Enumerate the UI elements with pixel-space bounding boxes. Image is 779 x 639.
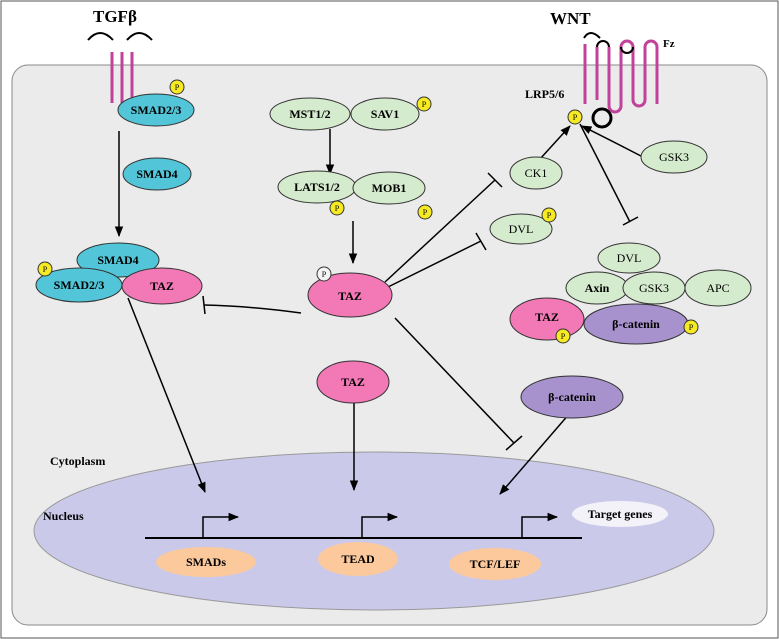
taz-center-node [307, 272, 393, 318]
wnt-ligand-curve [583, 32, 601, 39]
dvl-complex-node [597, 242, 661, 274]
inhibit-taz-to-dvl [387, 240, 482, 288]
nucleus [33, 451, 715, 611]
apc-node [684, 269, 752, 307]
inhibit-taz-to-ck1 [384, 179, 496, 283]
apc-label: APC [706, 281, 729, 295]
connectors [114, 123, 642, 539]
dvl-free-label: DVL [509, 222, 534, 236]
tgfb-ligand-curve-right [126, 32, 153, 41]
fz-receptor-loops [595, 39, 659, 114]
phospho-bcatenin-complex [683, 319, 699, 335]
phospho-lrp-label: P [573, 113, 578, 122]
inhibit-taz-to-tcf [394, 317, 515, 444]
phospho-markers: P P P P P P P P P P [37, 79, 699, 344]
dvl-free-node [489, 213, 553, 245]
target-genes-bubble [572, 501, 668, 527]
phospho-smad23-receptor [169, 79, 185, 95]
bcatenin-complex-label: β-catenin [612, 317, 660, 331]
fz-label: Fz [663, 38, 675, 50]
inhibit-bar-tcf [505, 435, 523, 451]
dvl-complex-label: DVL [617, 251, 642, 265]
tgfb-label: TGFβ [93, 7, 137, 26]
phospho-lrp [567, 109, 583, 125]
phospho-sav1 [416, 96, 432, 112]
smad23-receptor-node [117, 93, 195, 127]
phospho-sav1-label: P [422, 100, 427, 109]
taz-smad-node [121, 267, 203, 305]
phospho-taz-center [316, 266, 332, 282]
phospho-taz-center-label: P [322, 270, 327, 279]
lats12-label: LATS1/2 [294, 180, 340, 194]
phospho-mob1 [417, 204, 433, 220]
phospho-smad23-complex [37, 261, 53, 277]
ck1-label: CK1 [525, 166, 548, 180]
smad23-receptor-label: SMAD2/3 [131, 103, 182, 117]
bcatenin-free-node [520, 375, 624, 419]
phospho-taz-complex [555, 328, 571, 344]
bcatenin-free-label: β-catenin [548, 390, 596, 404]
gsk3-membrane-node [640, 140, 708, 174]
taz-smad-label: TAZ [150, 279, 174, 293]
target-genes-label: Target genes [588, 507, 653, 521]
phospho-bcatenin-complex-label: P [689, 323, 694, 332]
mst12-node [269, 97, 351, 131]
inhibit-taz-to-smad-complex [203, 304, 302, 314]
sav1-label: SAV1 [371, 107, 399, 121]
arrow-gsk3-to-lrp [581, 125, 642, 157]
inhibit-lrp-to-destruction-complex [579, 123, 631, 223]
gsk3-membrane-label: GSK3 [659, 150, 689, 164]
axin-label: Axin [585, 281, 610, 295]
tcf-lef-tf-label: TCF/LEF [470, 557, 521, 571]
smad4-complex-label: SMAD4 [97, 253, 138, 267]
tead-tf-label: TEAD [341, 552, 375, 566]
phospho-lats12-label: P [335, 204, 340, 213]
mob1-label: MOB1 [372, 181, 407, 195]
arrow-smad-complex-to-nucleus [127, 297, 206, 493]
inhibit-bar-ck1 [487, 172, 503, 188]
tgfb-ligand-curve-left [87, 32, 114, 41]
promoter-tcf [521, 512, 559, 538]
tcf-lef-tf-node [449, 548, 541, 580]
arrow-bcatenin-to-tcf [499, 412, 571, 495]
phospho-dvl-label: P [547, 211, 552, 220]
inhibit-bar-destruction-complex [622, 216, 639, 226]
promoter-tead [361, 512, 399, 538]
nucleus-label: Nucleus [43, 509, 84, 523]
ck1-node [509, 156, 563, 190]
mst12-label: MST1/2 [289, 107, 330, 121]
phospho-smad23-complex-label: P [43, 265, 48, 274]
phospho-lats12 [329, 200, 345, 216]
smads-tf-label: SMADs [186, 555, 226, 569]
inhibit-bar-dvl [475, 232, 487, 251]
smad4-free-node [122, 157, 192, 191]
phospho-dvl [541, 207, 557, 223]
cytoplasm-label: Cytoplasm [50, 454, 105, 468]
taz-complex-label: TAZ [535, 310, 559, 324]
phospho-mob1-label: P [423, 208, 428, 217]
smad4-complex-node [76, 242, 160, 278]
fz-intracellular-ring [591, 107, 613, 129]
promoter-smads [202, 512, 240, 538]
tead-tf-node [318, 542, 398, 576]
wnt-label: WNT [550, 9, 591, 28]
taz-center-label: TAZ [338, 289, 362, 303]
taz-lower-label: TAZ [341, 375, 365, 389]
fz-extracellular-loops [596, 40, 634, 54]
smad23-complex-label: SMAD2/3 [54, 278, 105, 292]
taz-lower-node [316, 360, 390, 404]
sav1-node [350, 97, 420, 131]
smads-tf-node [156, 547, 256, 577]
mob1-node [352, 171, 426, 205]
lrp-label: LRP5/6 [525, 87, 564, 101]
inhibit-bar-smad-complex [202, 295, 206, 315]
phospho-taz-complex-label: P [561, 332, 566, 341]
phospho-smad23-receptor-label: P [175, 83, 180, 92]
smad4-free-label: SMAD4 [136, 167, 177, 181]
arrow-ck1-to-lrp [539, 125, 571, 160]
gsk3-complex-label: GSK3 [639, 281, 669, 295]
